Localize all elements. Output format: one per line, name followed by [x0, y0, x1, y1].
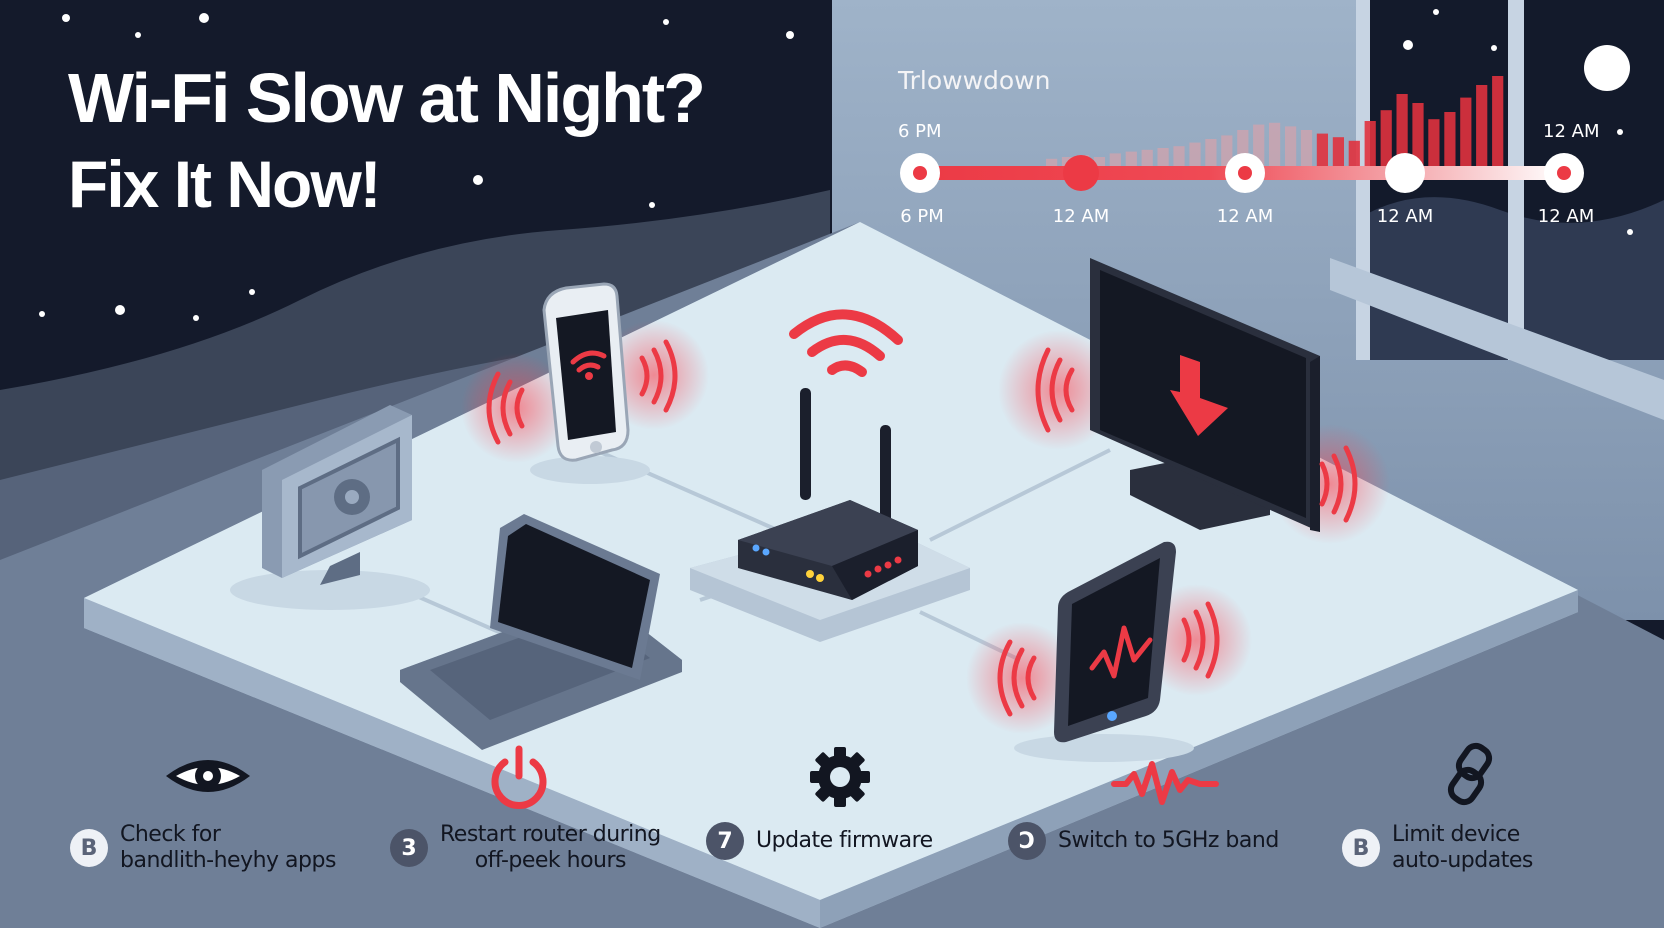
- timeline-bar: [1157, 148, 1169, 166]
- tip-badge: B: [70, 829, 108, 867]
- timeline-bar: [1093, 157, 1105, 166]
- tip-badge: Ɔ: [1008, 822, 1046, 860]
- timeline-bar: [1300, 130, 1313, 166]
- smart-speaker-device: [230, 405, 430, 610]
- timeline-bar: [1348, 140, 1360, 166]
- link-icon: [1447, 742, 1493, 806]
- timeline-bar: [1332, 137, 1344, 166]
- gear-icon: [810, 747, 870, 807]
- eye-icon: [166, 760, 250, 792]
- tip-badge: B: [1342, 829, 1380, 867]
- timeline-bar: [1253, 124, 1265, 166]
- stars: [39, 13, 794, 321]
- waveform-icon: [1111, 761, 1219, 805]
- timeline-tick-label: 12 AM: [1052, 206, 1110, 227]
- timeline-heading: Trlowwdown: [898, 66, 1051, 95]
- timeline-bar: [1189, 142, 1201, 166]
- timeline-node-dot: [1238, 166, 1252, 180]
- timeline-tick-label: 12 AM: [1537, 206, 1595, 227]
- timeline-end-label: 12 AM: [1543, 121, 1600, 142]
- timeline-bar: [1141, 149, 1153, 166]
- power-icon: [491, 745, 547, 809]
- timeline-node-dot: [1557, 166, 1571, 180]
- timeline-bar: [1173, 146, 1185, 166]
- timeline-start-label: 6 PM: [898, 121, 942, 142]
- tip-badge: 7: [706, 822, 744, 860]
- timeline-bar: [1364, 121, 1376, 166]
- timeline-node: [1063, 155, 1099, 191]
- headline-line-2: Fix It Now!: [68, 147, 382, 221]
- timeline-bar: [1046, 158, 1058, 166]
- tip-badge: 3: [390, 829, 428, 867]
- timeline-bar: [1476, 85, 1488, 166]
- smartphone-device: [461, 282, 709, 484]
- tip-update-firmware: 7 Update firmware: [706, 822, 933, 860]
- timeline-tick-label: 12 AM: [1376, 206, 1434, 227]
- timeline-bar: [1221, 135, 1233, 166]
- timeline-bar: [1269, 122, 1281, 166]
- timeline-bar: [1316, 133, 1328, 166]
- timeline-bar: [1205, 139, 1217, 166]
- timeline-tick-label: 6 PM: [900, 206, 944, 227]
- router-device: [690, 309, 970, 642]
- timeline-bar: [1396, 94, 1408, 166]
- laptop-device: [400, 514, 682, 750]
- timeline-bar: [1285, 126, 1297, 166]
- timeline-bar: [1428, 119, 1440, 166]
- headline-line-1: Wi-Fi Slow at Night?: [68, 59, 706, 137]
- timeline-node: [1385, 153, 1425, 193]
- timeline-nodes: [900, 153, 1584, 193]
- timeline-bar: [1380, 110, 1392, 166]
- tablet-device: [966, 541, 1252, 762]
- timeline-bar-chart: [1046, 76, 1504, 166]
- timeline-bar: [1109, 153, 1121, 166]
- timeline-node-dot: [913, 166, 927, 180]
- tip-label: Switch to 5GHz band: [1058, 828, 1279, 853]
- timeline-tick-label: 12 AM: [1216, 206, 1274, 227]
- timeline-bar: [1237, 130, 1249, 166]
- timeline-bar: [1444, 112, 1456, 166]
- timeline-bar: [1460, 97, 1472, 166]
- tv-device: [998, 258, 1390, 544]
- timeline-bar: [1412, 103, 1424, 166]
- timeline-bar: [1125, 151, 1137, 166]
- timeline-bar: [1492, 76, 1504, 166]
- tip-label: Update firmware: [756, 828, 933, 853]
- tip-switch-5ghz: Ɔ Switch to 5GHz band: [1008, 822, 1279, 860]
